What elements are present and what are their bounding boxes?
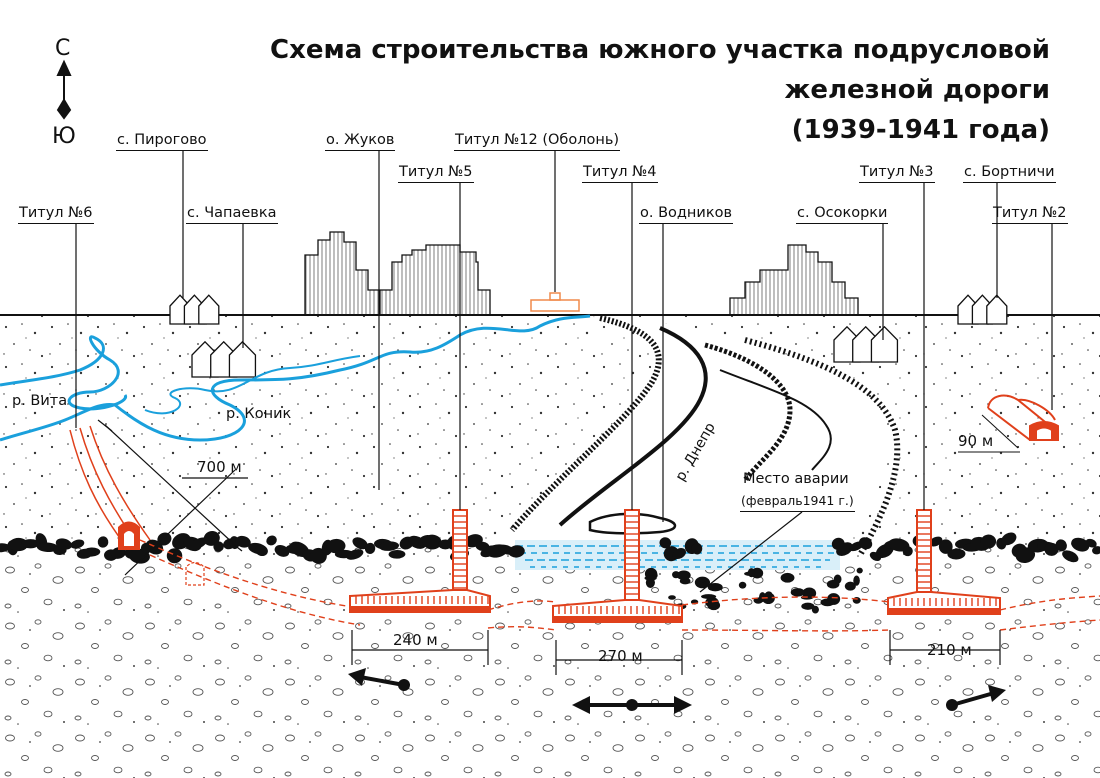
label-titul5: Титул №5 xyxy=(398,163,474,183)
titul4-construction xyxy=(552,509,683,623)
page-title: Схема строительства южного участка подру… xyxy=(150,30,1050,150)
label-konik-river: р. Коник xyxy=(226,406,292,422)
label-pirogovo: с. Пирогово xyxy=(116,131,208,151)
label-titul12: Титул №12 (Оболонь) xyxy=(454,131,621,151)
konik-river xyxy=(114,314,591,442)
city-skyline-right xyxy=(729,244,859,316)
label-vodnikov: о. Водников xyxy=(639,204,734,224)
pebble-subsoil xyxy=(0,548,1100,778)
label-titul3: Титул №3 xyxy=(859,163,935,183)
title-line-2: (1939-1941 года) xyxy=(791,115,1050,145)
label-accident-date: (февраль1941 г.) xyxy=(740,492,855,512)
konik-river-branch xyxy=(144,355,361,415)
label-zhukov: о. Жуков xyxy=(325,131,396,151)
accident-pointer xyxy=(699,511,803,593)
label-osokorki: с. Осокорки xyxy=(796,204,889,224)
tunnel-route-lines xyxy=(139,539,1100,632)
portal-dimension-line xyxy=(981,414,1019,449)
tunnel-outline-ghost xyxy=(185,561,205,586)
movement-arrow-both xyxy=(572,696,692,714)
length-titul2-portal: 90 м xyxy=(958,432,994,450)
compass-arrow xyxy=(56,59,72,120)
label-titul2: Титул №2 xyxy=(992,204,1068,224)
label-accident: Место аварии xyxy=(743,471,849,487)
length-titul5: 240 м xyxy=(393,631,438,649)
titul3-construction xyxy=(887,509,1001,615)
compass-south: Ю xyxy=(52,124,76,149)
title-line-1: Схема строительства южного участка подру… xyxy=(270,35,1050,105)
titul5-construction xyxy=(349,509,491,613)
dnepr-island-strip xyxy=(558,326,708,527)
length-tunnel: 700 м xyxy=(197,458,242,476)
titul2-portal xyxy=(987,394,1059,441)
movement-arrow-right xyxy=(946,685,1006,711)
tunnel-dimension xyxy=(97,419,248,576)
label-titul6: Титул №6 xyxy=(18,204,94,224)
dnepr-left-bank xyxy=(509,315,662,532)
compass-north: С xyxy=(55,36,71,61)
label-leaders xyxy=(75,150,1053,522)
label-titul4: Титул №4 xyxy=(582,163,658,183)
dnepr-right-bank xyxy=(719,369,832,471)
titul12-structure xyxy=(530,292,580,312)
label-vita-river: р. Вита xyxy=(12,393,68,409)
block-dimensions xyxy=(351,630,1001,675)
dnepr-riverbed xyxy=(510,316,890,560)
movement-arrow-left xyxy=(348,668,410,691)
label-bortnichi: с. Бортничи xyxy=(963,163,1056,183)
vita-river-lower xyxy=(0,402,116,442)
length-titul3: 210 м xyxy=(927,641,972,659)
villages xyxy=(169,294,1008,378)
label-chapaevka: с. Чапаевка xyxy=(186,204,278,224)
length-titul4: 270 м xyxy=(598,647,643,665)
dnepr-midchannel-bar xyxy=(704,342,793,482)
city-skyline-left xyxy=(304,231,491,316)
dnepr-right-shore xyxy=(744,337,901,557)
tunnel-left xyxy=(69,425,151,550)
